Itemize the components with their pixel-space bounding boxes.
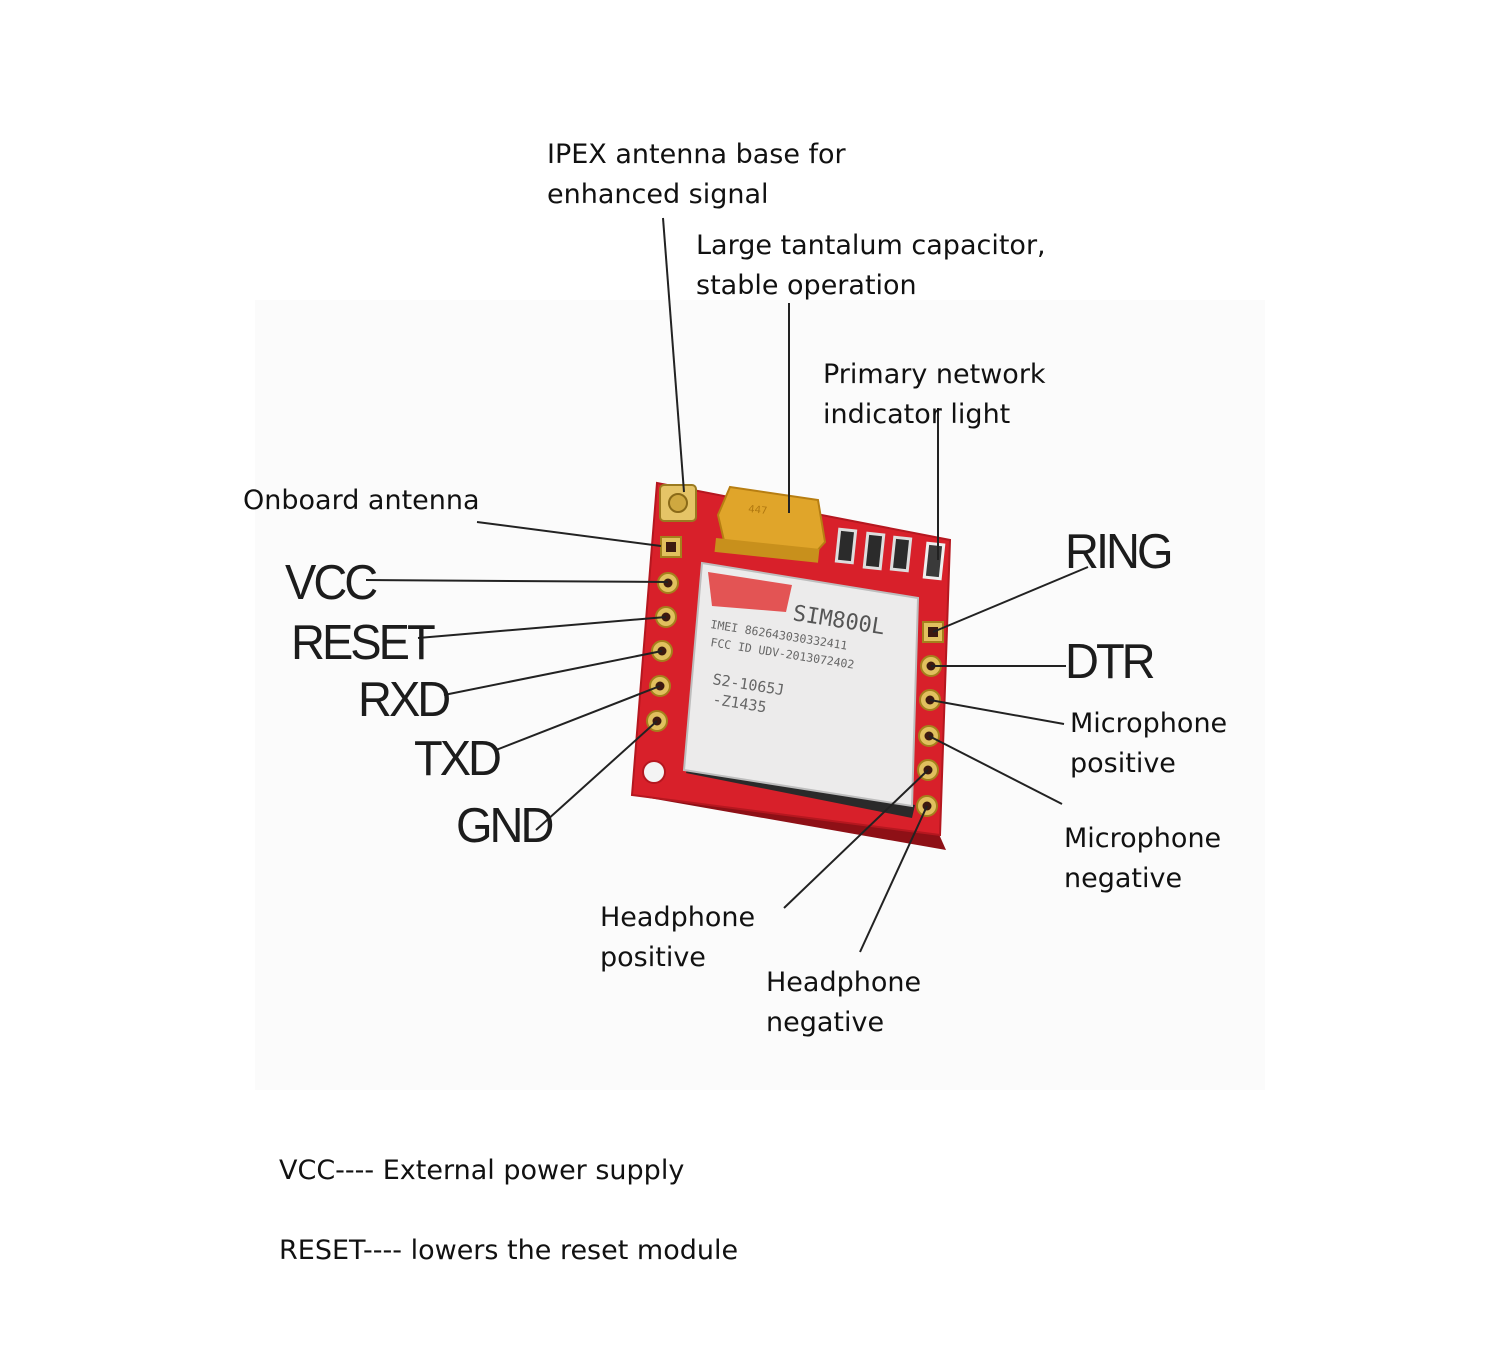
callout-indicator-line2: indicator light <box>823 399 1011 430</box>
leader-gnd <box>535 720 658 831</box>
pin-label-txd: TXD <box>414 729 502 786</box>
callout-tantalum-line1: Large tantalum capacitor, <box>696 230 1046 261</box>
callout-mic-pos-line2: positive <box>1070 748 1176 779</box>
callout-tantalum-capacitor: Large tantalum capacitor, stable operati… <box>696 226 1046 306</box>
capacitor-end <box>714 537 820 563</box>
callout-headphone-positive: Headphone positive <box>600 898 755 978</box>
capacitor-mark: 447 <box>748 504 768 517</box>
leader-vcc <box>365 579 669 583</box>
callout-tantalum-line2: stable operation <box>696 270 917 301</box>
leader-lines <box>365 217 1089 953</box>
callout-onboard-antenna: Onboard antenna <box>243 485 480 516</box>
callout-ipex-antenna: IPEX antenna base for enhanced signal <box>547 135 846 215</box>
callout-ipex-line1: IPEX antenna base for <box>547 139 846 170</box>
callout-microphone-negative: Microphone negative <box>1064 819 1221 899</box>
callout-mic-neg-line1: Microphone <box>1064 823 1222 854</box>
leader-ipex <box>662 217 685 493</box>
callout-hp-neg-line1: Headphone <box>766 967 922 998</box>
leader-mic-pos <box>929 699 1065 725</box>
smd-resistor-2 <box>862 531 886 571</box>
pin-label-rxd: RXD <box>358 670 451 727</box>
callout-headphone-negative: Headphone negative <box>766 963 921 1043</box>
callout-hp-neg-line2: negative <box>766 1007 885 1038</box>
pin-label-vcc: VCC <box>285 553 378 610</box>
callout-microphone-positive: Microphone positive <box>1070 704 1227 784</box>
leader-rxd <box>443 650 663 696</box>
network-led <box>922 541 946 581</box>
pin-label-gnd: GND <box>456 796 554 853</box>
callout-network-indicator: Primary network indicator light <box>823 355 1046 435</box>
pin-label-reset: RESET <box>291 613 436 670</box>
callout-hp-pos-line1: Headphone <box>600 902 756 933</box>
smd-resistor-3 <box>889 535 913 573</box>
pin-label-dtr: DTR <box>1065 632 1156 689</box>
note-reset: RESET---- lowers the reset module <box>279 1235 739 1266</box>
leader-txd <box>495 685 661 751</box>
callout-hp-pos-line2: positive <box>600 942 706 973</box>
ipex-center <box>668 493 688 513</box>
leader-hp-neg <box>859 805 928 953</box>
callout-indicator-line1: Primary network <box>823 359 1046 390</box>
leader-ring <box>932 566 1089 633</box>
shield-red-mark <box>708 572 792 612</box>
mounting-hole <box>642 760 666 784</box>
leader-reset <box>417 616 667 639</box>
leader-onboard-antenna <box>476 521 662 547</box>
pin-label-ring: RING <box>1065 522 1173 579</box>
callout-mic-pos-line1: Microphone <box>1070 708 1228 739</box>
shield-can <box>682 561 920 808</box>
callout-mic-neg-line2: negative <box>1064 863 1183 894</box>
leader-hp-pos <box>783 769 929 909</box>
leader-mic-neg <box>928 735 1063 805</box>
callout-ipex-line2: enhanced signal <box>547 179 769 210</box>
note-vcc: VCC---- External power supply <box>279 1155 685 1186</box>
smd-resistor-1 <box>834 527 858 565</box>
